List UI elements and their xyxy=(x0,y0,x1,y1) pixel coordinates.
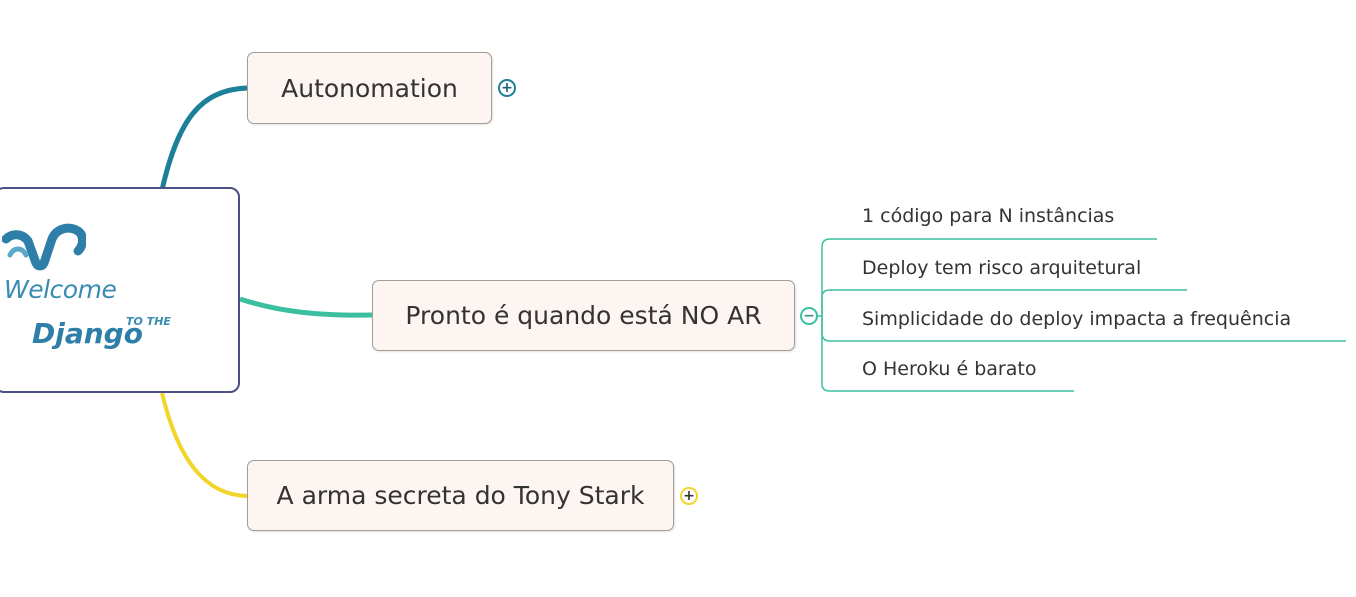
topic-label: Pronto é quando está NO AR xyxy=(405,301,762,330)
logo-wave-icon xyxy=(2,223,86,271)
topic-arma-secreta[interactable]: A arma secreta do Tony Stark xyxy=(247,460,674,531)
central-topic[interactable]: Welcome TO THE Django xyxy=(0,187,240,393)
branch-pronto xyxy=(239,296,373,318)
topic-label: Autonomation xyxy=(281,73,458,103)
sub-connector-1 xyxy=(821,289,1187,316)
collapse-icon[interactable]: − xyxy=(800,307,818,325)
sub-connector-0 xyxy=(821,238,1157,316)
logo-welcome-text: Welcome xyxy=(4,275,117,304)
expand-icon[interactable]: + xyxy=(680,487,698,505)
branch-autonomation xyxy=(159,85,248,191)
topic-autonomation[interactable]: Autonomation xyxy=(247,52,492,124)
subtopic-item[interactable]: O Heroku é barato xyxy=(862,358,1037,380)
logo-django-text: Django xyxy=(32,317,143,350)
topic-label: A arma secreta do Tony Stark xyxy=(276,481,645,510)
sub-connector-3 xyxy=(821,316,1074,392)
logo-to-the-text: TO THE xyxy=(126,315,171,328)
expand-icon[interactable]: + xyxy=(498,79,516,97)
subtopic-item[interactable]: Deploy tem risco arquitetural xyxy=(862,257,1142,279)
branch-arma xyxy=(160,392,248,498)
subtopic-item[interactable]: Simplicidade do deploy impacta a frequên… xyxy=(862,308,1292,330)
topic-pronto[interactable]: Pronto é quando está NO AR xyxy=(372,280,795,351)
subtopic-item[interactable]: 1 código para N instâncias xyxy=(862,205,1115,227)
